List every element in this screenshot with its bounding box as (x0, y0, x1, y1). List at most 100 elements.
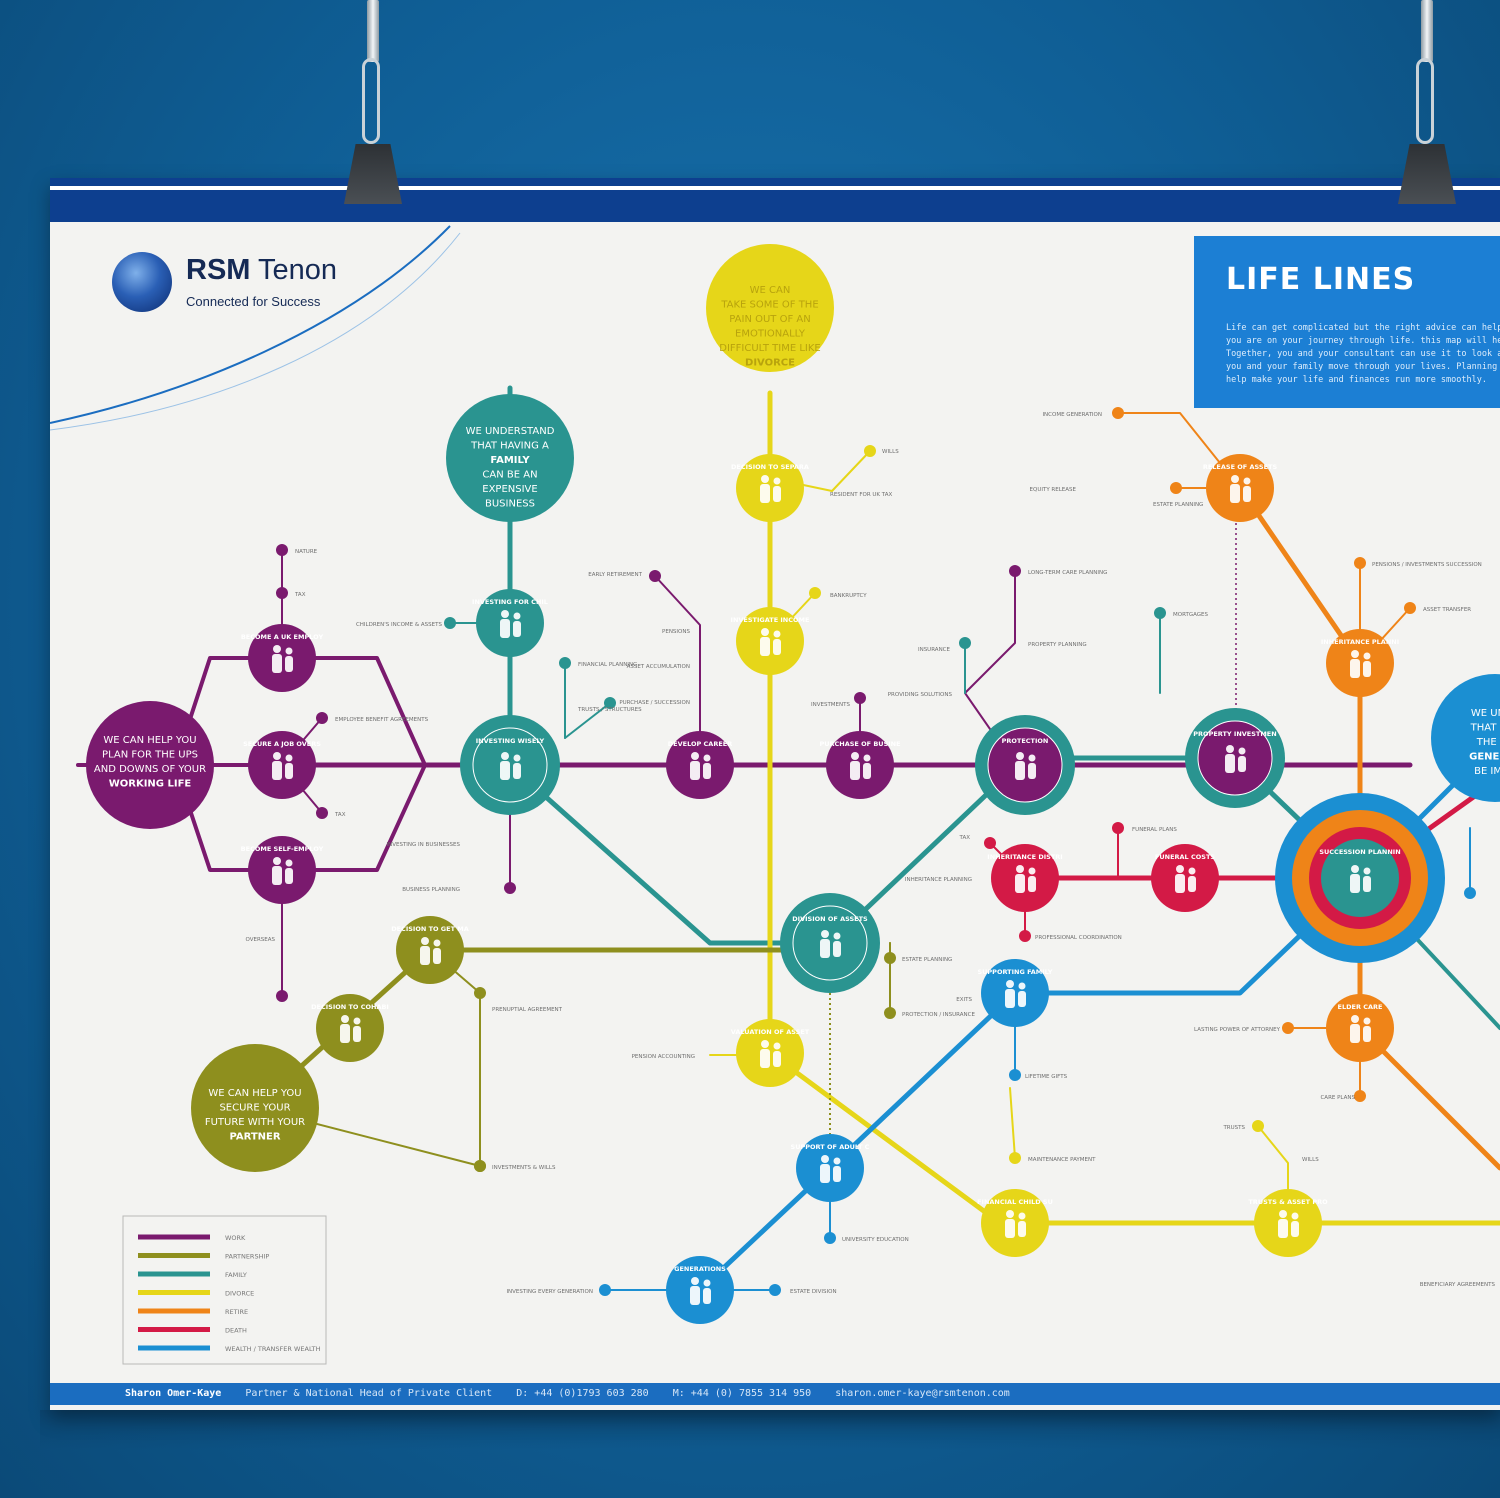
station-figure-icon (820, 930, 841, 958)
station-figure-icon (690, 752, 711, 780)
hub-text: WE CAN (750, 285, 791, 296)
station-figure-icon (1350, 650, 1371, 678)
legend-label: DEATH (225, 1327, 247, 1335)
annotation-label: ASSET TRANSFER (1423, 607, 1471, 613)
head-shape (851, 752, 859, 760)
body-shape (1018, 1221, 1026, 1237)
station-label: DIVISION OF ASSETS (792, 915, 868, 923)
head-shape (285, 754, 293, 762)
station-label: INHERITANCE PLANNI (1321, 638, 1399, 646)
station-figure-icon (500, 610, 521, 638)
junction-dot (599, 1284, 611, 1296)
route-line (767, 1050, 1500, 1226)
head-shape (1028, 754, 1036, 762)
hub-text: GENERAT (1469, 752, 1500, 763)
hub-text: SECURE YOUR (219, 1103, 290, 1114)
annotation-label: EMPLOYEE BENEFIT AGREEMENTS (335, 717, 429, 723)
body-shape (340, 1024, 350, 1043)
body-shape (773, 486, 781, 502)
hub-text: DIFFICULT TIME LIKE (719, 343, 820, 354)
station-label: DECISION TO SEPARA (731, 463, 809, 471)
station-figure-icon (1350, 1015, 1371, 1043)
station-label: DEVELOP CAREER (668, 740, 732, 748)
head-shape (833, 932, 841, 940)
hub-text: EXPENSIVE (482, 484, 537, 495)
body-shape (1363, 876, 1371, 892)
annotation-label: MORTGAGES (1173, 612, 1209, 618)
station-figure-icon (690, 1277, 711, 1305)
junction-dot (276, 544, 288, 556)
annotation-label: LIFETIME GIFTS (1025, 1074, 1068, 1080)
body-shape (1230, 484, 1240, 503)
station-figure-icon (272, 752, 293, 780)
head-shape (773, 630, 781, 638)
station-label: SUCCESSION PLANNIN (1319, 848, 1400, 856)
intro-line: you and your family move through your li… (1226, 362, 1500, 372)
hub-text: AND DOWNS OF YOUR (94, 764, 206, 775)
hub-text: WE CAN HELP YOU (103, 735, 196, 746)
body-shape (353, 1026, 361, 1042)
head-shape (1016, 865, 1024, 873)
head-shape (341, 1015, 349, 1023)
station-figure-icon (820, 1155, 841, 1183)
station-figure-icon (1015, 865, 1036, 893)
head-shape (761, 628, 769, 636)
body-shape (1015, 874, 1025, 893)
annotation-label: INVESTING IN BUSINESSES (386, 842, 460, 848)
head-shape (1028, 867, 1036, 875)
station-figure-icon (420, 937, 441, 965)
intro-line: Life can get complicated but the right a… (1226, 323, 1500, 333)
clip-wire (362, 58, 380, 144)
annotation-label: EARLY RETIREMENT (588, 572, 642, 578)
annotation-label: CHILDREN'S INCOME & ASSETS (356, 622, 443, 628)
head-shape (1006, 1210, 1014, 1218)
clip-jaw (1398, 144, 1456, 204)
head-shape (773, 477, 781, 485)
body-shape (820, 1164, 830, 1183)
annotation-label: ESTATE PLANNING (902, 957, 952, 963)
branch-line (564, 702, 611, 739)
body-shape (863, 763, 871, 779)
head-shape (691, 752, 699, 760)
station-figure-icon (1005, 1210, 1026, 1238)
contact-role: Partner & National Head of Private Clien… (245, 1388, 493, 1399)
top-band-rule (50, 186, 1500, 190)
junction-dot (316, 712, 328, 724)
head-shape (1226, 745, 1234, 753)
brand-tagline: Connected for Success (186, 294, 321, 309)
intro-line: Together, you and your consultant can us… (1226, 349, 1500, 359)
contact-email[interactable]: sharon.omer-kaye@rsmtenon.com (835, 1388, 1010, 1399)
body-shape (1363, 661, 1371, 677)
head-shape (273, 645, 281, 653)
annotation-label: MAINTENANCE PAYMENT (1028, 1157, 1096, 1163)
station-label: INHERITANCE DISTRI (987, 853, 1062, 861)
station-label: PROTECTION (1002, 737, 1049, 745)
body-shape (1243, 486, 1251, 502)
legend-label: WORK (225, 1234, 246, 1242)
station-figure-icon (1225, 745, 1246, 773)
body-shape (285, 656, 293, 672)
head-shape (353, 1017, 361, 1025)
head-shape (513, 612, 521, 620)
head-shape (513, 754, 521, 762)
annotation-label: PURCHASE / SUCCESSION (619, 700, 690, 706)
annotation-label: TRUSTS / STRUCTURES (577, 707, 642, 713)
body-shape (1005, 989, 1015, 1008)
intro-line: you are on your journey through life. th… (1226, 336, 1500, 346)
annotation-label: LONG-TERM CARE PLANNING (1028, 570, 1107, 576)
title-panel: LIFE LINES Life can get complicated but … (1194, 236, 1500, 408)
body-shape (1018, 991, 1026, 1007)
junction-dot (276, 587, 288, 599)
poster: RSM Tenon Connected for Success LIFE LIN… (50, 178, 1500, 1410)
hub-text: THE YO (1476, 737, 1500, 748)
junction-dot (1112, 407, 1124, 419)
junction-dot (444, 617, 456, 629)
station-figure-icon (1005, 980, 1026, 1008)
head-shape (273, 752, 281, 760)
body-shape (703, 1288, 711, 1304)
brand-name: RSM Tenon (186, 254, 337, 287)
annotation-label: CARE PLANS (1320, 1095, 1355, 1101)
head-shape (273, 857, 281, 865)
head-shape (421, 937, 429, 945)
junction-dot (474, 1160, 486, 1172)
